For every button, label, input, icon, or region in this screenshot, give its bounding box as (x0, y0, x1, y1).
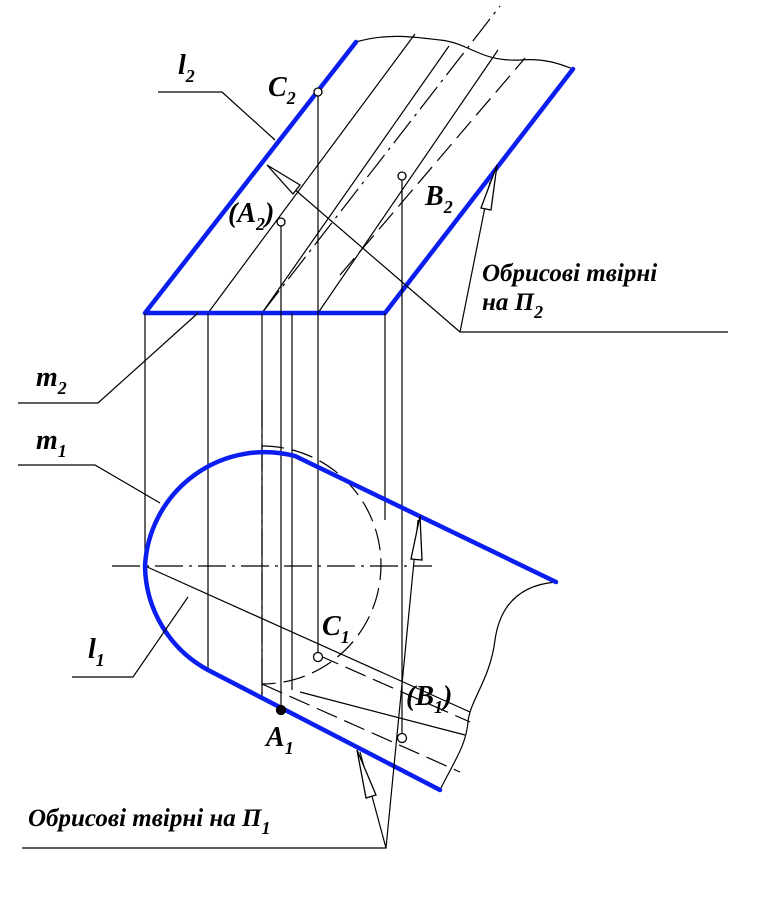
label-b1: (B1) (406, 681, 452, 717)
generatrix-p1 (299, 691, 466, 736)
point-b1 (396, 732, 408, 744)
arrowhead (480, 164, 498, 211)
break-line-p2 (355, 35, 574, 70)
outline-p1 (142, 449, 559, 793)
caption-outline-p2-line2: на П2 (482, 289, 543, 322)
labels: l2 C2 (A2) B2 m2 m1 l1 C1 (B1) A1 Обрисо… (28, 50, 657, 838)
label-a1: A1 (264, 722, 294, 758)
break-line-p1 (439, 581, 557, 791)
label-a2: (A2) (228, 198, 274, 234)
arrowhead (356, 749, 377, 799)
label-m1: m1 (36, 425, 67, 461)
caption-outline-p2-line1: Обрисові твірні (482, 260, 657, 287)
point-a1 (275, 704, 287, 716)
leader-m1 (18, 464, 161, 504)
caption-outline-p1: Обрисові твірні на П1 (28, 805, 270, 838)
generatrix-p2 (261, 45, 450, 314)
leaders (18, 91, 728, 849)
leader-outline-p1 (385, 519, 419, 849)
front-projection (142, 5, 576, 316)
leader-outline-p1 (22, 751, 387, 849)
top-projection (112, 445, 559, 793)
axis-line-p2 (261, 5, 501, 314)
hidden-generatrix-p1 (261, 683, 461, 773)
axis-line-p1 (144, 565, 471, 713)
outline-p2 (142, 39, 576, 316)
leader-m2 (18, 312, 199, 404)
label-c2: C2 (268, 72, 296, 108)
label-m2: m2 (36, 362, 67, 398)
arrowhead (266, 164, 301, 196)
leader-l2 (158, 91, 276, 141)
label-l1: l1 (88, 634, 105, 670)
hidden-generatrix-p1 (317, 654, 471, 723)
generatrix-p2 (317, 49, 499, 314)
projection-lines (144, 92, 403, 738)
hidden-generatrix-p2 (339, 57, 526, 276)
label-b2: B2 (424, 181, 453, 217)
point-c2 (313, 87, 323, 97)
generatrix-p2 (207, 33, 416, 314)
point-a2 (276, 217, 286, 227)
arrowhead (410, 515, 423, 561)
label-l2: l2 (178, 50, 195, 86)
leader-l1 (72, 596, 189, 678)
points (275, 87, 408, 744)
hidden-arc-p1 (261, 445, 382, 685)
label-c1: C1 (322, 611, 350, 647)
point-b2 (397, 171, 407, 181)
point-c1 (312, 651, 324, 663)
